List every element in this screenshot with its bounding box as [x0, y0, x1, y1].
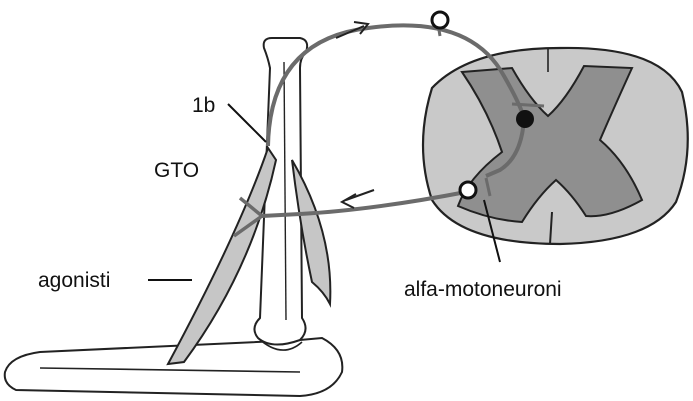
motoneuron-cell-body — [460, 182, 476, 198]
label-agonists: agonisti — [38, 269, 110, 292]
forearm — [5, 338, 343, 396]
arrow-left-icon — [342, 190, 374, 208]
spinal-cord-section — [423, 48, 688, 244]
label-gto: GTO — [154, 159, 199, 182]
dorsal-root-ganglion-cell — [432, 12, 448, 28]
label-motoneurons: alfa-motoneuroni — [404, 278, 562, 301]
interneuron-cell-body — [516, 110, 534, 128]
label-1b: 1b — [192, 94, 215, 117]
label-1b-leader — [228, 104, 266, 142]
